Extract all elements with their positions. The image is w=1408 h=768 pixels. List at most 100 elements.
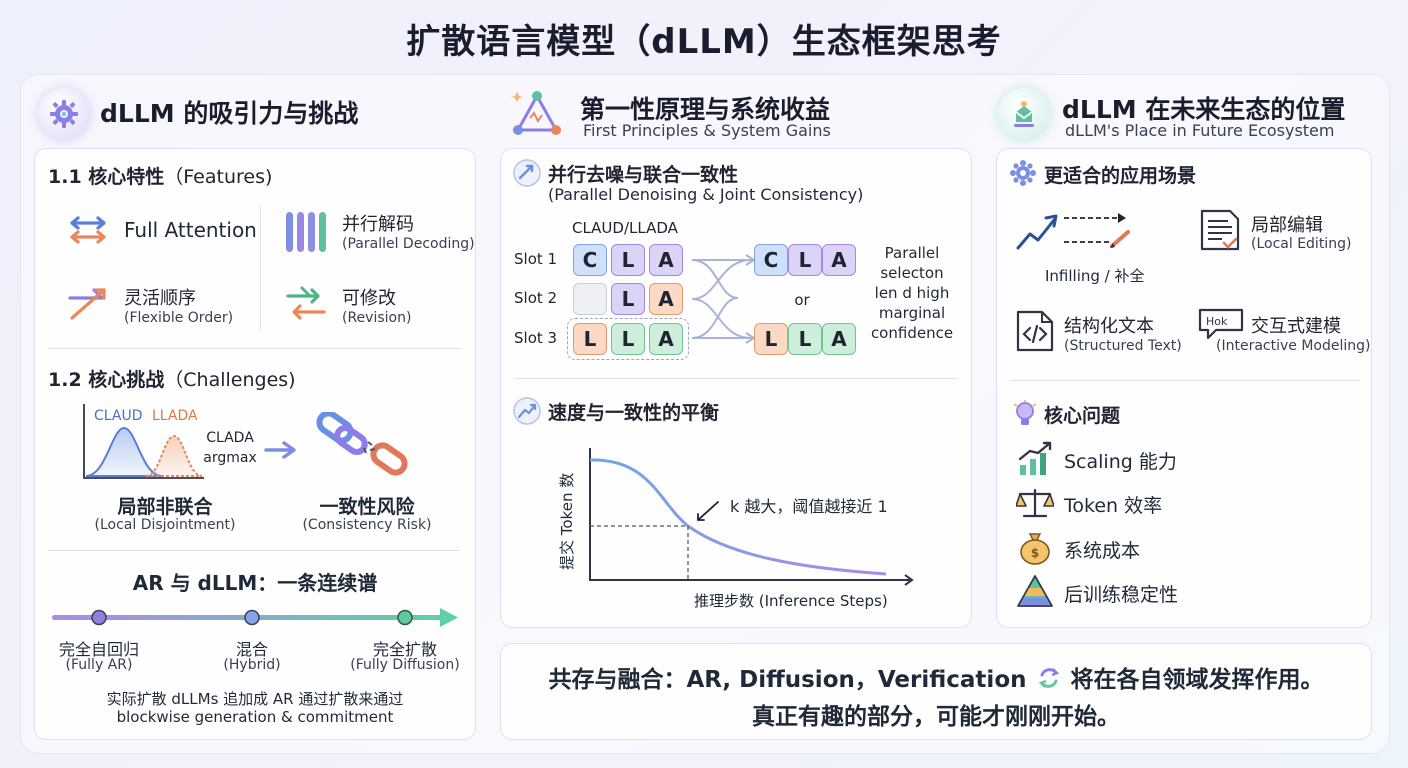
spectrum-note-2: blockwise generation & commitment (116, 708, 394, 726)
interactive-modeling-en: (Interactive Modeling) (1216, 338, 1371, 354)
token-r1-c3: A (649, 244, 683, 276)
chat-bubble-text: Hok (1206, 315, 1228, 328)
selection-note-line-2: selecton (880, 264, 944, 282)
flexible-order-icon (66, 284, 110, 326)
local-disjointment-en: (Local Disjointment) (94, 517, 236, 533)
full-attention-icon (66, 214, 110, 250)
right-column-subheading: dLLM's Place in Future Ecosystem (1065, 121, 1335, 140)
footer-line-1: 共存与融合：AR, Diffusion，Verification 将在各自领域发… (500, 660, 1372, 694)
out2-token-3: A (822, 323, 856, 355)
structured-text-en: (Structured Text) (1064, 338, 1182, 354)
local-disjointment-zh: 局部非联合 (117, 496, 213, 518)
distribution-curves (83, 404, 204, 479)
parallel-decoding-icon (284, 210, 328, 258)
token-r3-c1: L (573, 323, 607, 355)
out2-token-1: L (754, 323, 788, 355)
spectrum-bar (52, 608, 458, 627)
left-divider-2 (48, 550, 460, 551)
token-r3-c3: A (649, 323, 683, 355)
scenario-gear-icon (1010, 160, 1036, 186)
tradeoff-title: 速度与一致性的平衡 (548, 402, 720, 424)
out1-token-1: C (754, 244, 788, 276)
code-file-icon (1016, 310, 1054, 352)
consistency-risk-en: (Consistency Risk) (302, 517, 432, 533)
speed-balance-icon (513, 397, 541, 425)
selection-note: Parallel selecton len d high marginal co… (862, 243, 962, 343)
revision-icon (284, 284, 328, 326)
document-edit-icon (1200, 209, 1240, 251)
issue-system-cost: 系统成本 (1064, 540, 1141, 562)
interactive-modeling-zh: 交互式建模 (1251, 316, 1341, 337)
features-divider (260, 206, 261, 330)
selection-note-line-4: marginal (878, 304, 946, 322)
slot-3-highlight (567, 318, 689, 360)
spectrum-point-3-en: (Fully Diffusion) (350, 657, 460, 673)
curve-label-1: CLAUD (94, 408, 143, 424)
right-divider (1010, 380, 1360, 381)
tradeoff-xlabel: 推理步数 (Inference Steps) (694, 592, 888, 610)
token-r1-c1: C (573, 244, 607, 276)
slot-label-1: Slot 1 (514, 250, 558, 268)
spectrum-point-1-zh: 完全自回归 (58, 640, 139, 659)
ecosystem-icon (998, 88, 1050, 140)
token-r2-c2: L (611, 283, 645, 315)
middle-column-subheading: First Principles & System Gains (583, 121, 831, 140)
spectrum-note-1: 实际扩散 dLLMs 追加成 AR 通过扩散来通过 (106, 690, 404, 708)
triangle-network-icon (511, 91, 561, 135)
left-card (34, 148, 476, 740)
local-editing-zh: 局部编辑 (1251, 215, 1323, 236)
spectrum-point-2-en: (Hybrid) (223, 657, 281, 673)
out1-token-2: L (788, 244, 822, 276)
flexible-order-en: (Flexible Order) (124, 310, 234, 326)
balance-scale-icon (1016, 488, 1054, 518)
curve-label-2: LLADA (152, 408, 198, 424)
middle-column-heading: 第一性原理与系统收益 (580, 95, 831, 124)
tradeoff-annotation: k 越大，阈值越接近 1 (730, 497, 888, 516)
page-title: 扩散语言模型（dLLM）生态框架思考 (406, 22, 1002, 62)
issue-scaling: Scaling 能力 (1064, 451, 1177, 473)
parallel-decoding-en: (Parallel Decoding) (342, 236, 475, 252)
features-title-zh: 1.1 核心特性 (48, 166, 165, 188)
tradeoff-chart (589, 448, 914, 586)
right-column-heading: dLLM 在未来生态的位置 (1062, 95, 1346, 124)
cycle-icon (1035, 665, 1063, 689)
out2-token-2: L (788, 323, 822, 355)
selection-note-line-1: Parallel (884, 244, 940, 262)
spectrum-point-2-zh: 混合 (235, 640, 268, 659)
token-grid-header: CLAUD/LLADA (572, 219, 678, 237)
selection-note-line-3: len d high (874, 284, 950, 302)
spectrum-title: AR 与 dLLM：一条连续谱 (132, 571, 378, 595)
flexible-order-zh: 灵活顺序 (124, 288, 196, 309)
token-r2-c3: A (649, 283, 683, 315)
broken-chain-icon (316, 412, 408, 476)
tradeoff-ylabel: 提交 Token 数 (558, 472, 576, 570)
slot-label-3: Slot 3 (514, 329, 558, 347)
left-divider-1 (48, 348, 460, 349)
footer-line-1a: 共存与融合：AR, Diffusion，Verification (548, 667, 1027, 693)
right-card (996, 148, 1372, 628)
issue-token-efficiency: Token 效率 (1064, 495, 1163, 517)
challenges-title: 1.2 核心挑战（Challenges) (48, 365, 296, 392)
or-label: or (794, 291, 810, 309)
middle-divider (514, 378, 958, 379)
token-r2-c1 (573, 283, 607, 315)
full-attention-label: Full Attention (124, 218, 257, 242)
features-title-en: （Features) (164, 166, 273, 188)
parallel-decoding-zh: 并行解码 (342, 214, 414, 235)
slot-label-2: Slot 2 (514, 289, 558, 307)
selection-note-line-5: confidence (870, 324, 954, 342)
parallel-denoise-icon (513, 159, 541, 187)
issue-post-training: 后训练稳定性 (1064, 584, 1179, 606)
out1-token-3: A (822, 244, 856, 276)
arrow-right-icon (264, 441, 296, 459)
gear-icon (38, 88, 90, 140)
revision-zh: 可修改 (342, 288, 396, 309)
token-r1-c2: L (611, 244, 645, 276)
infilling-label: Infilling / 补全 (1045, 267, 1145, 285)
parallel-denoise-title-zh: 并行去噪与联合一致性 (548, 164, 739, 186)
scaling-chart-icon (1018, 441, 1052, 475)
infilling-icon (1016, 213, 1130, 250)
features-title: 1.1 核心特性（Features) (48, 162, 272, 189)
scenarios-title: 更适合的应用场景 (1044, 165, 1197, 187)
chat-bubble-icon: Hok (1198, 308, 1244, 340)
